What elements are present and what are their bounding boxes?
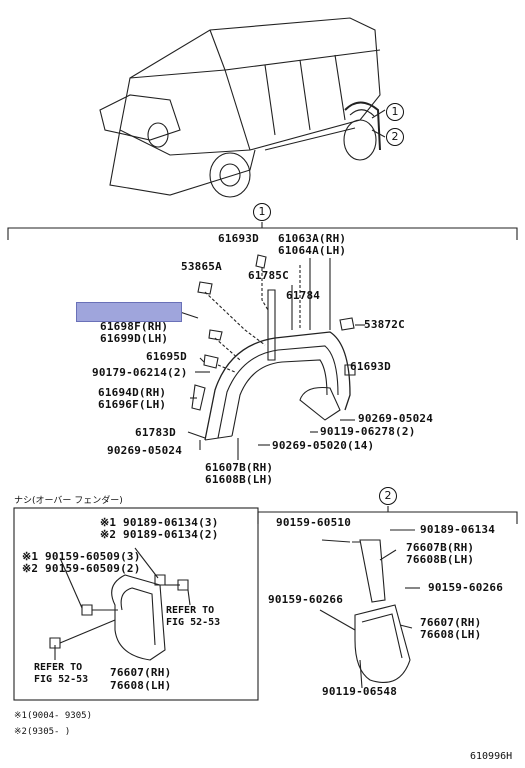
callout-2-vehicle: 2	[386, 128, 404, 146]
part-61784[interactable]: 61784	[286, 289, 321, 302]
s2-76608[interactable]: 76608(LH)	[420, 628, 482, 641]
s2-90159-60510[interactable]: 90159-60510	[276, 516, 352, 529]
part-53872C[interactable]: 53872C	[364, 318, 405, 331]
highlight-box[interactable]	[76, 302, 182, 322]
s2-90159-60266-left[interactable]: 90159-60266	[268, 593, 344, 606]
inset-refer-to-right[interactable]: REFER TO	[166, 605, 215, 616]
callout-2-section: 2	[379, 487, 397, 505]
inset-90159-60509-2[interactable]: ※2 90159-60509(2)	[22, 562, 141, 575]
part-61607B[interactable]: 61607B(RH)	[205, 461, 274, 474]
s2-90189-06134[interactable]: 90189-06134	[420, 523, 496, 536]
part-61698F[interactable]: 61698F(RH)	[100, 320, 169, 333]
s2-76607B[interactable]: 76607B(RH)	[406, 541, 475, 554]
part-61785C[interactable]: 61785C	[248, 269, 289, 282]
s2-76607[interactable]: 76607(RH)	[420, 616, 482, 629]
callout-1-section: 1	[253, 203, 271, 221]
part-61608B[interactable]: 61608B(LH)	[205, 473, 274, 486]
part-90269-05024-right[interactable]: 90269-05024	[358, 412, 434, 425]
inset-fig-right[interactable]: FIG 52-53	[166, 617, 221, 628]
vehicle-drawing	[99, 17, 386, 198]
inset-title: ナシ(オーバー フェンダー)	[14, 496, 123, 506]
inset-fig-left[interactable]: FIG 52-53	[34, 674, 89, 685]
part-90269-05024-left[interactable]: 90269-05024	[107, 444, 183, 457]
inset-refer-to-left[interactable]: REFER TO	[34, 662, 83, 673]
part-53865A[interactable]: 53865A	[181, 260, 222, 273]
inset-90159-60509-1[interactable]: ※1 90159-60509(3)	[22, 550, 141, 563]
part-61063A[interactable]: 61063A(RH)	[278, 232, 347, 245]
figure-id: 610996H	[470, 751, 513, 762]
s2-76608B[interactable]: 76608B(LH)	[406, 553, 475, 566]
footnote-2: ※2(9305- )	[14, 727, 71, 737]
part-61696F[interactable]: 61696F(LH)	[98, 398, 167, 411]
section2-mudguard-drawing	[319, 529, 420, 689]
part-61694D[interactable]: 61694D(RH)	[98, 386, 167, 399]
part-61695D[interactable]: 61695D	[146, 350, 187, 363]
part-90179-06214[interactable]: 90179-06214(2)	[92, 366, 188, 379]
part-61064A[interactable]: 61064A(LH)	[278, 244, 347, 257]
part-61693D-right[interactable]: 61693D	[350, 360, 391, 373]
fender-flare-drawing	[191, 254, 356, 441]
part-61699D[interactable]: 61699D(LH)	[100, 332, 169, 345]
s2-90159-60266-right[interactable]: 90159-60266	[428, 581, 504, 594]
part-61693D-top[interactable]: 61693D	[218, 232, 259, 245]
inset-box	[13, 507, 259, 701]
inset-76608[interactable]: 76608(LH)	[110, 679, 172, 692]
callout-1-vehicle: 1	[386, 103, 404, 121]
inset-90189-06134-2[interactable]: ※2 90189-06134(2)	[100, 528, 219, 541]
part-61783D[interactable]: 61783D	[135, 426, 176, 439]
s2-90119-06548[interactable]: 90119-06548	[322, 685, 398, 698]
inset-76607[interactable]: 76607(RH)	[110, 666, 172, 679]
inset-90189-06134-1[interactable]: ※1 90189-06134(3)	[100, 516, 219, 529]
footnote-1: ※1(9004- 9305)	[14, 711, 92, 721]
part-90269-05020[interactable]: 90269-05020(14)	[272, 439, 375, 452]
part-90119-06278[interactable]: 90119-06278(2)	[320, 425, 416, 438]
inset-mudguard-drawing	[49, 547, 191, 661]
